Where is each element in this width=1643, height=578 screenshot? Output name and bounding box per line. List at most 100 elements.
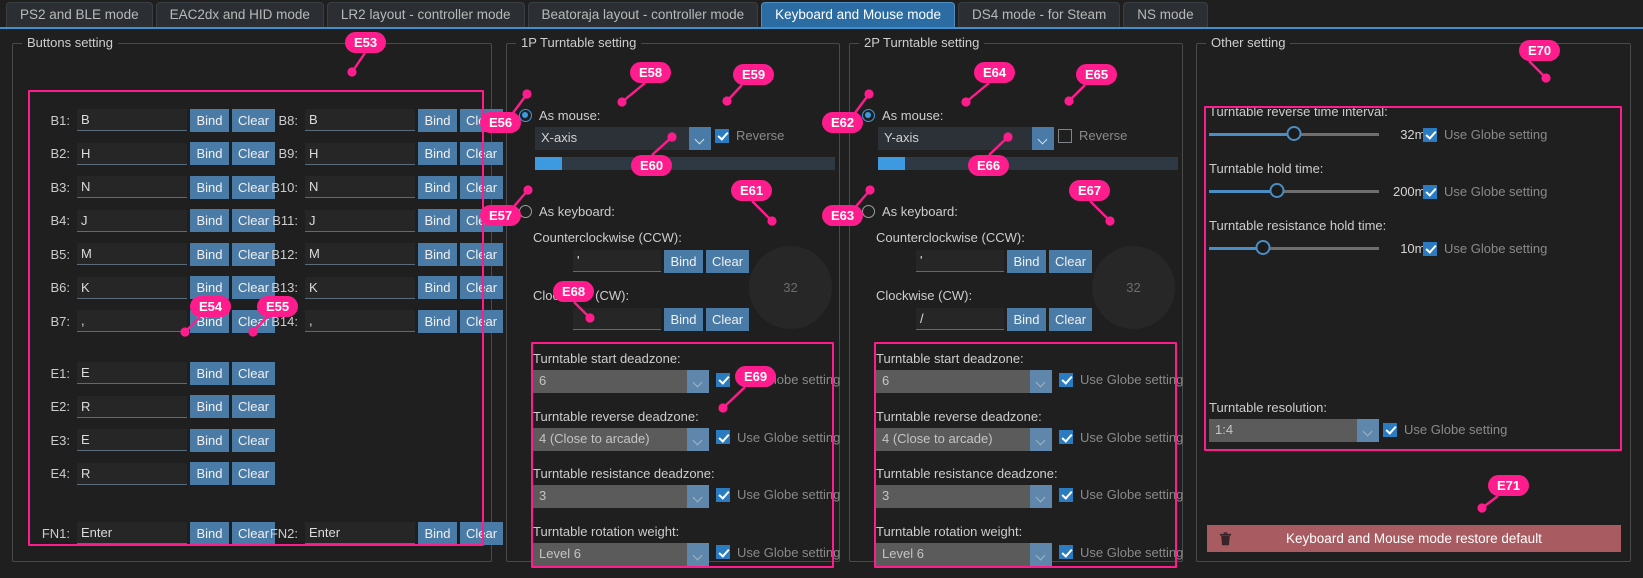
turntable-2p-cw-input[interactable] (916, 308, 1004, 330)
turntable-1p-deadzone-3-globe-row[interactable]: Use Globe setting (716, 545, 840, 560)
button-row-b5-clear-button[interactable]: Clear (232, 242, 276, 266)
turntable-1p-deadzone-3-select[interactable]: Level 6 (533, 542, 709, 566)
button-row-b14-input[interactable] (305, 310, 415, 332)
turntable-2p-ccw-input[interactable] (916, 250, 1004, 272)
turntable-2p-deadzone-3-select[interactable]: Level 6 (876, 542, 1052, 566)
turntable-1p-cw-clear-button[interactable]: Clear (706, 307, 750, 331)
button-row-fn2-bind-button[interactable]: Bind (418, 521, 457, 545)
turntable-1p-ccw-input[interactable] (573, 250, 661, 272)
tab-3[interactable]: Beatoraja layout - controller mode (527, 2, 759, 27)
turntable-1p-reverse-checkbox[interactable] (715, 128, 729, 143)
button-row-fn2-input[interactable] (305, 522, 415, 544)
other-slider-1-thumb[interactable] (1269, 183, 1285, 198)
button-row-b4-input[interactable] (77, 209, 187, 232)
chevron-down-icon[interactable] (687, 485, 709, 508)
tab-0[interactable]: PS2 and BLE mode (6, 2, 153, 27)
button-row-b10-bind-button[interactable]: Bind (418, 175, 457, 199)
tab-2[interactable]: LR2 layout - controller mode (326, 2, 525, 27)
turntable-1p-deadzone-2-select[interactable]: 3 (533, 485, 709, 508)
other-slider-1[interactable] (1209, 182, 1379, 200)
turntable-1p-deadzone-1-globe-row[interactable]: Use Globe setting (716, 430, 840, 445)
turntable-2p-deadzone-0-select[interactable]: 6 (876, 370, 1052, 393)
turntable-1p-deadzone-0-select[interactable]: 6 (533, 370, 709, 393)
other-slider-0-globe-checkbox[interactable] (1423, 127, 1437, 142)
button-row-e3-input[interactable] (77, 429, 187, 451)
turntable-2p-cw-clear-button[interactable]: Clear (1049, 307, 1093, 331)
other-slider-0-globe-row[interactable]: Use Globe setting (1423, 127, 1547, 142)
button-row-b13-clear-button[interactable]: Clear (460, 276, 504, 299)
button-row-b8-bind-button[interactable]: Bind (418, 108, 457, 132)
turntable-2p-ccw-clear-button[interactable]: Clear (1049, 249, 1093, 273)
other-slider-2-thumb[interactable] (1255, 240, 1271, 255)
restore-default-button[interactable]: Keyboard and Mouse mode restore default (1207, 525, 1621, 552)
other-resolution-select[interactable]: 1:4 (1209, 419, 1379, 442)
turntable-1p-deadzone-0-globe-checkbox[interactable] (716, 372, 730, 387)
other-slider-1-globe-row[interactable]: Use Globe setting (1423, 184, 1547, 199)
button-row-fn1-input[interactable] (77, 522, 187, 544)
button-row-b6-input[interactable] (77, 276, 187, 299)
button-row-fn2-clear-button[interactable]: Clear (460, 521, 504, 545)
button-row-e1-clear-button[interactable]: Clear (232, 361, 276, 385)
button-row-b12-bind-button[interactable]: Bind (418, 242, 457, 266)
turntable-2p-deadzone-1-globe-row[interactable]: Use Globe setting (1059, 430, 1183, 445)
other-resolution-globe-checkbox[interactable] (1383, 422, 1397, 437)
tab-5[interactable]: DS4 mode - for Steam (957, 2, 1121, 27)
turntable-2p-deadzone-2-globe-row[interactable]: Use Globe setting (1059, 487, 1183, 502)
button-row-b9-bind-button[interactable]: Bind (418, 142, 457, 165)
turntable-2p-deadzone-2-select[interactable]: 3 (876, 485, 1052, 508)
button-row-b6-bind-button[interactable]: Bind (190, 276, 229, 299)
button-row-b7-input[interactable] (77, 310, 187, 332)
button-row-b10-clear-button[interactable]: Clear (460, 175, 504, 199)
turntable-1p-cw-input[interactable] (573, 308, 661, 330)
tab-6[interactable]: NS mode (1123, 2, 1208, 27)
button-row-e4-clear-button[interactable]: Clear (232, 462, 276, 485)
tab-4[interactable]: Keyboard and Mouse mode (761, 2, 955, 27)
button-row-b1-clear-button[interactable]: Clear (232, 108, 276, 132)
button-row-b2-clear-button[interactable]: Clear (232, 142, 276, 165)
button-row-b8-input[interactable] (305, 109, 415, 131)
button-row-e2-bind-button[interactable]: Bind (190, 395, 229, 418)
button-row-e3-clear-button[interactable]: Clear (232, 428, 276, 452)
other-slider-0[interactable] (1209, 125, 1379, 143)
turntable-1p-ccw-clear-button[interactable]: Clear (706, 249, 750, 273)
turntable-2p-reverse-row[interactable]: Reverse (1058, 128, 1127, 143)
turntable-2p-deadzone-3-globe-row[interactable]: Use Globe setting (1059, 545, 1183, 560)
button-row-b3-bind-button[interactable]: Bind (190, 175, 229, 199)
button-row-b10-input[interactable] (305, 176, 415, 198)
button-row-b1-input[interactable] (77, 109, 187, 131)
turntable-1p-ccw-bind-button[interactable]: Bind (664, 249, 703, 273)
other-slider-2-globe-row[interactable]: Use Globe setting (1423, 241, 1547, 256)
turntable-2p-deadzone-0-globe-checkbox[interactable] (1059, 372, 1073, 387)
button-row-b9-input[interactable] (305, 142, 415, 165)
button-row-e3-bind-button[interactable]: Bind (190, 428, 229, 452)
turntable-1p-reverse-row[interactable]: Reverse (715, 128, 784, 143)
button-row-e4-bind-button[interactable]: Bind (190, 462, 229, 485)
button-row-b3-clear-button[interactable]: Clear (232, 175, 276, 199)
other-slider-0-thumb[interactable] (1286, 126, 1302, 141)
turntable-2p-axis-select[interactable]: Y-axis (878, 127, 1054, 150)
turntable-2p-ccw-bind-button[interactable]: Bind (1007, 249, 1046, 273)
turntable-2p-as-keyboard-row[interactable]: As keyboard: (862, 204, 958, 219)
button-row-e2-clear-button[interactable]: Clear (232, 395, 276, 418)
button-row-e4-input[interactable] (77, 462, 187, 485)
chevron-down-icon[interactable] (687, 427, 709, 451)
chevron-down-icon[interactable] (687, 542, 709, 566)
chevron-down-icon[interactable] (687, 370, 709, 393)
button-row-b12-clear-button[interactable]: Clear (460, 242, 504, 266)
button-row-b13-input[interactable] (305, 276, 415, 299)
button-row-b5-input[interactable] (77, 243, 187, 265)
button-row-b12-input[interactable] (305, 243, 415, 265)
chevron-down-icon[interactable] (1030, 427, 1052, 451)
button-row-b6-clear-button[interactable]: Clear (232, 276, 276, 299)
turntable-1p-cw-bind-button[interactable]: Bind (664, 307, 703, 331)
turntable-1p-deadzone-3-globe-checkbox[interactable] (716, 545, 730, 559)
button-row-b11-bind-button[interactable]: Bind (418, 209, 457, 232)
button-row-b4-clear-button[interactable]: Clear (232, 209, 276, 232)
turntable-1p-deadzone-2-globe-row[interactable]: Use Globe setting (716, 487, 840, 502)
button-row-b5-bind-button[interactable]: Bind (190, 242, 229, 266)
button-row-b11-input[interactable] (305, 209, 415, 232)
chevron-down-icon[interactable] (1032, 127, 1054, 150)
turntable-1p-deadzone-2-globe-checkbox[interactable] (716, 487, 730, 502)
turntable-2p-deadzone-2-globe-checkbox[interactable] (1059, 487, 1073, 502)
